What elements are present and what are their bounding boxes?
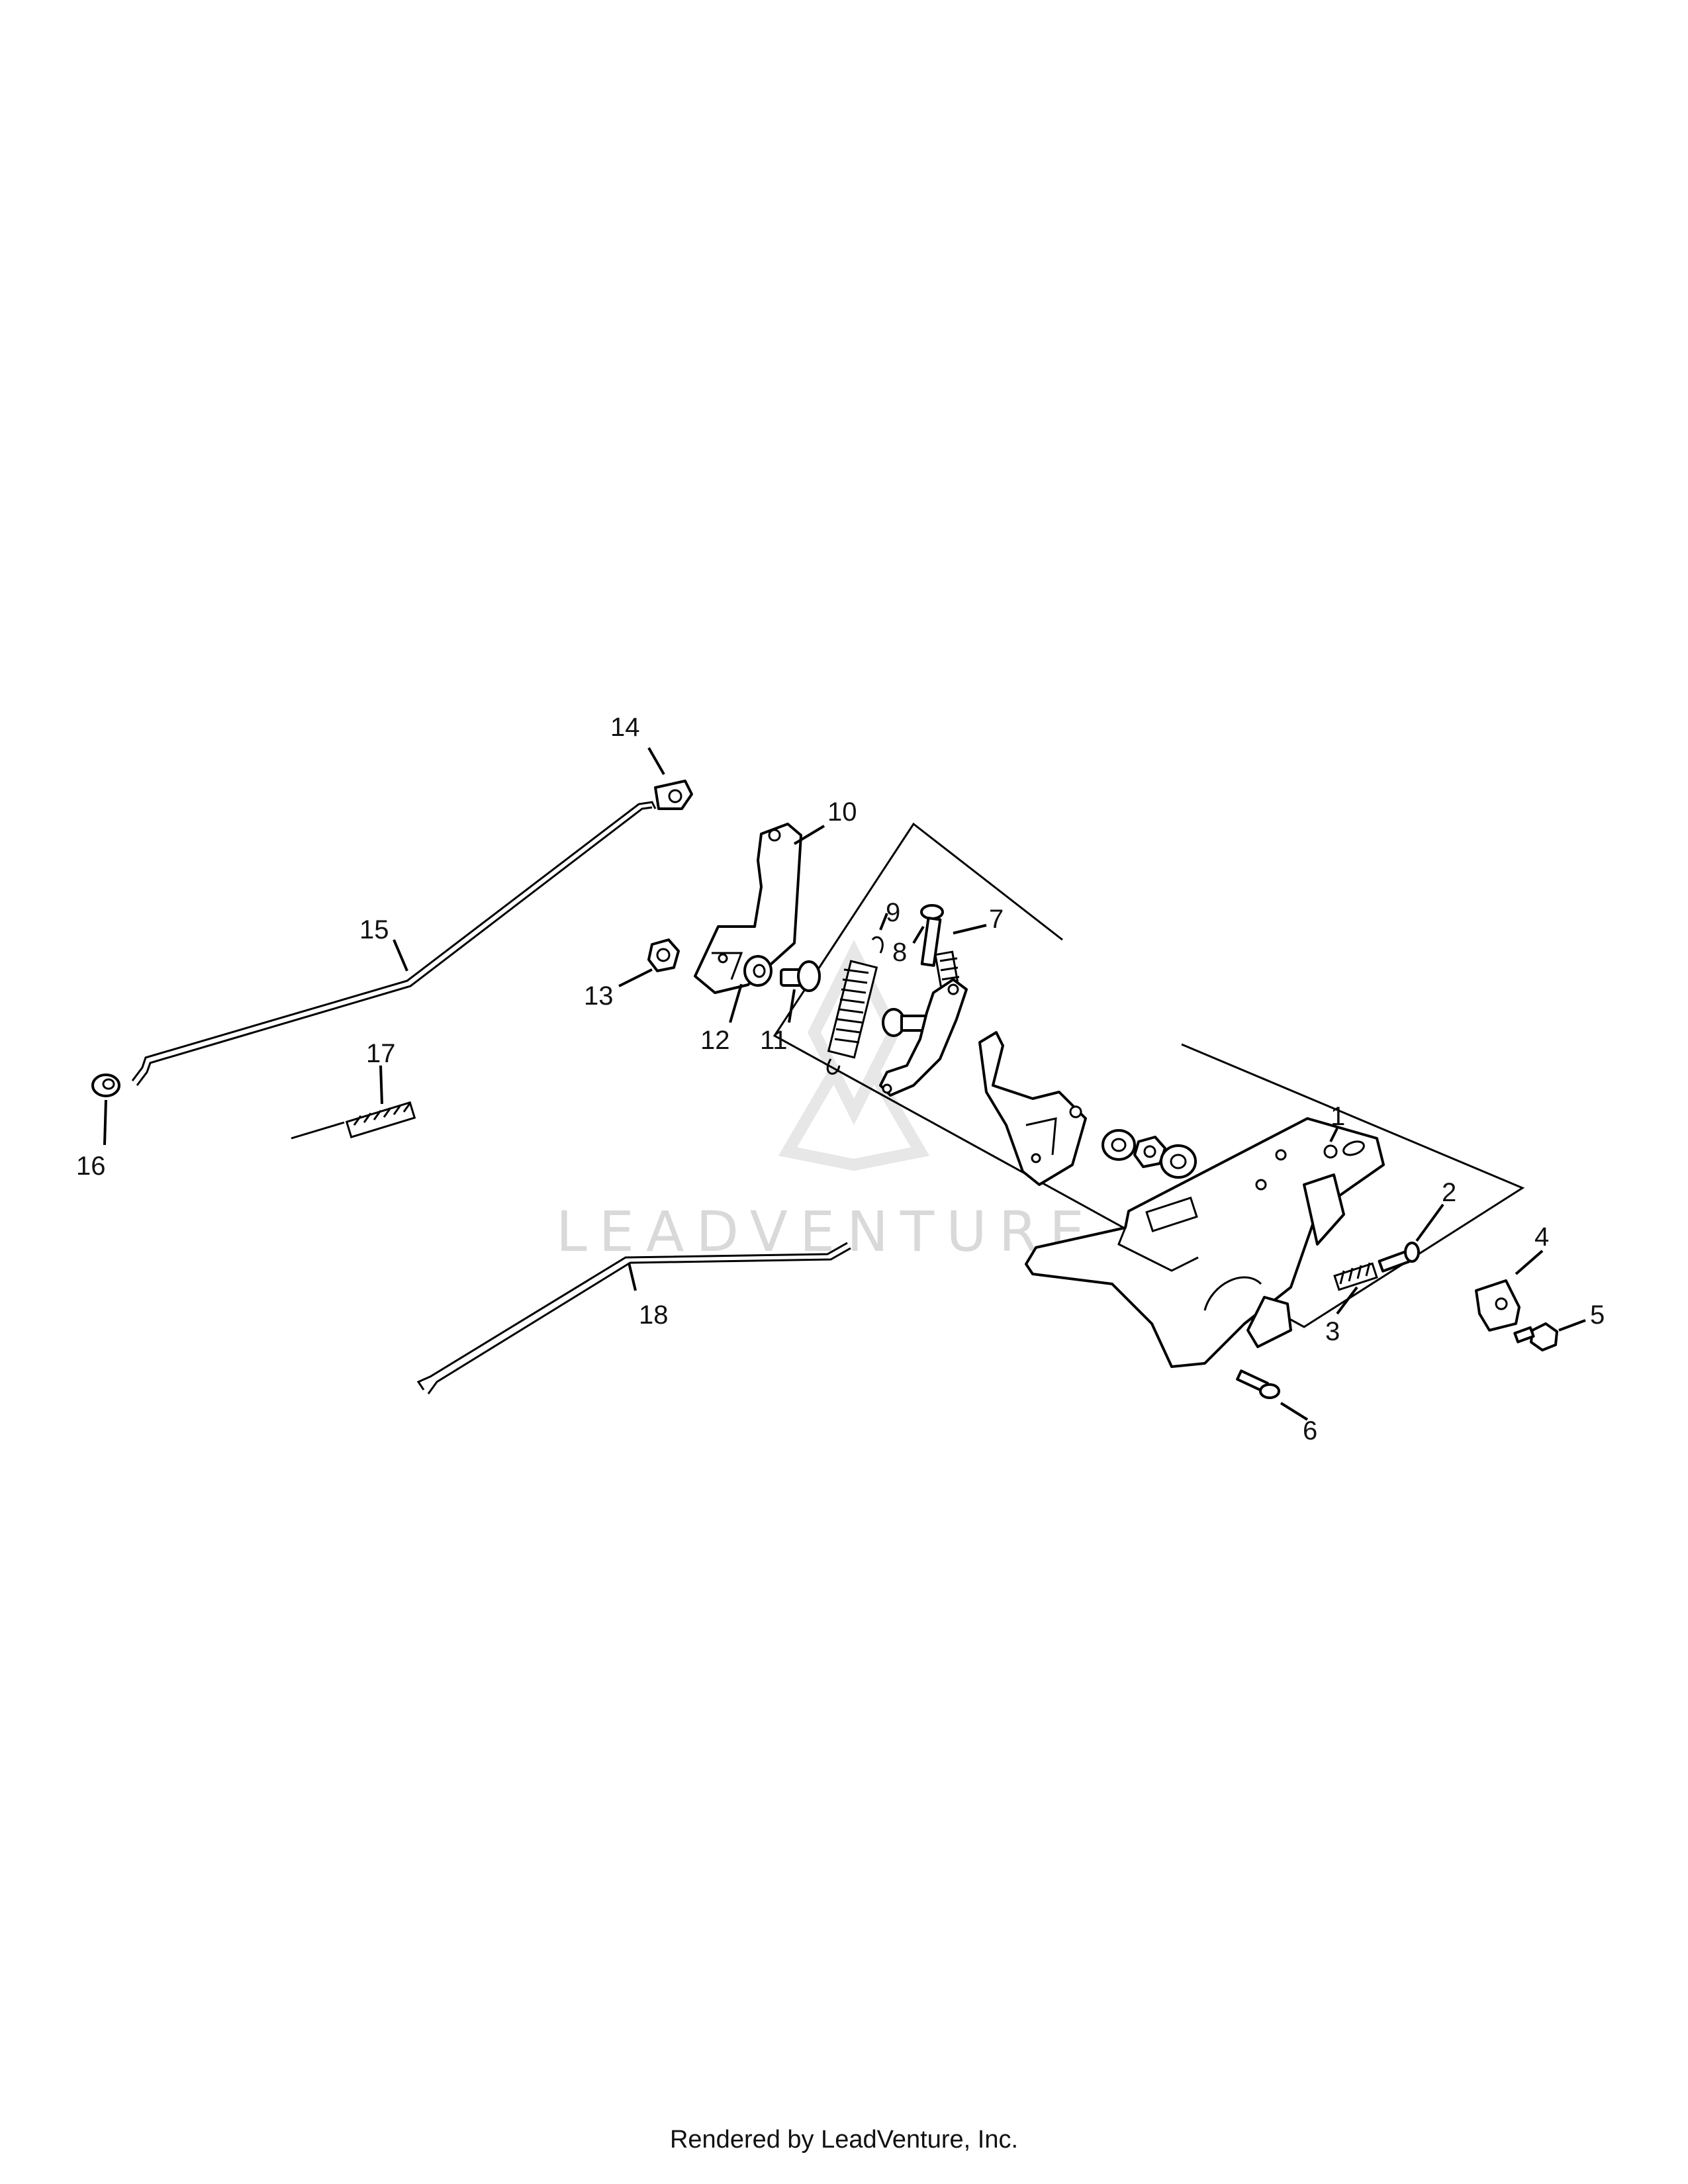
part-1-control-plate	[1025, 1117, 1385, 1368]
part-governor-lever	[879, 978, 968, 1097]
callout-12: 12	[700, 1026, 730, 1055]
part-3-spring	[1333, 1262, 1378, 1291]
watermark-logo	[778, 939, 930, 1171]
callout-18: 18	[639, 1300, 669, 1330]
part-9-spring	[826, 936, 884, 1075]
part-12-washer	[743, 955, 773, 987]
watermark: LEADVENTURE	[556, 939, 1096, 1264]
callout-17: 17	[366, 1039, 396, 1068]
part-14-clip	[654, 780, 693, 810]
callout-3: 3	[1325, 1317, 1340, 1346]
part-5-screw	[1513, 1322, 1558, 1351]
part-8-screw	[920, 904, 944, 967]
callout-16: 16	[76, 1152, 106, 1181]
part-washer-set	[1102, 1129, 1197, 1179]
callout-7: 7	[989, 905, 1004, 934]
part-17-spring	[291, 1101, 416, 1140]
callout-6: 6	[1303, 1416, 1317, 1445]
footer-credit: Rendered by LeadVenture, Inc.	[669, 2126, 1019, 2154]
callout-11: 11	[760, 1026, 788, 1055]
callout-8: 8	[892, 938, 907, 967]
part-6-screw	[1236, 1369, 1280, 1399]
part-4-clip	[1475, 1279, 1521, 1332]
callout-14: 14	[610, 713, 640, 742]
leader-lines	[103, 747, 1586, 1421]
part-18-rod	[416, 1242, 851, 1394]
part-15-rod	[131, 801, 657, 1086]
callout-2: 2	[1442, 1178, 1456, 1207]
part-13-nut	[647, 938, 680, 972]
callout-4: 4	[1534, 1222, 1549, 1251]
part-10-bracket	[694, 823, 802, 994]
part-2-screw	[1378, 1242, 1420, 1273]
callout-labels: 1 2 3 4 5 6 7 8 9 10 11 12 13 14 15 16 1…	[76, 713, 1605, 1445]
watermark-text: LEADVENTURE	[556, 1199, 1096, 1264]
part-11-bolt	[780, 960, 821, 992]
callout-15: 15	[359, 915, 389, 944]
callout-1: 1	[1331, 1102, 1345, 1131]
callout-9: 9	[886, 898, 900, 927]
part-16-bushing	[91, 1073, 120, 1097]
callout-13: 13	[584, 981, 614, 1011]
callout-10: 10	[827, 797, 857, 827]
part-choke-lever	[978, 1031, 1087, 1186]
callout-5: 5	[1590, 1300, 1605, 1330]
